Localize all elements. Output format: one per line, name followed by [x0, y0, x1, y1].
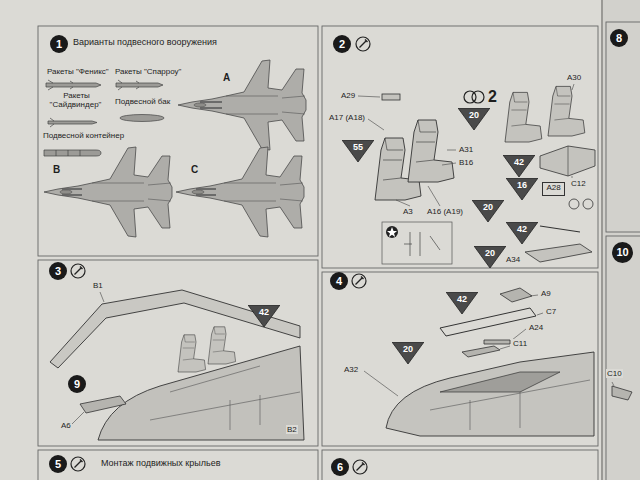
- part-label: 2: [487, 88, 498, 106]
- step-number: 8: [610, 29, 628, 47]
- step-number: 4: [330, 272, 348, 290]
- paint-triangle: 20: [472, 200, 504, 222]
- part-label: Ракеты "Спарроу": [114, 68, 182, 77]
- part-label: Варианты подвесного вооружения: [72, 38, 218, 48]
- paint-triangle: 16: [506, 178, 538, 200]
- paint-triangle-text: 20: [403, 344, 413, 354]
- part-label-text: B16: [458, 158, 474, 167]
- part-label: A: [222, 72, 231, 83]
- paint-triangle: 20: [474, 246, 506, 268]
- part-label: B2: [286, 426, 298, 435]
- part-label: C12: [570, 180, 587, 189]
- part-label: Подвесной бак: [114, 98, 171, 107]
- part-label-text: A24: [528, 323, 544, 332]
- paint-triangle-text: 20: [469, 110, 479, 120]
- paint-triangle-text: 42: [259, 307, 269, 317]
- part-label-text: A31: [458, 145, 474, 154]
- part-label-text: B: [52, 164, 61, 175]
- paint-triangle: 20: [458, 108, 490, 130]
- part-label: C7: [545, 308, 557, 317]
- part-label: C10: [606, 370, 623, 379]
- part-label-text: A32: [343, 365, 359, 374]
- part-label: Подвесной контейнер: [42, 132, 125, 141]
- step-number-text: 2: [339, 39, 345, 50]
- paint-triangle-text: 55: [353, 142, 363, 152]
- part-label-text: C: [190, 164, 199, 175]
- step-number-text: 1: [56, 39, 62, 50]
- step-number: 5: [49, 455, 67, 473]
- part-label-text: A9: [540, 289, 552, 298]
- paint-triangle-text: 20: [483, 202, 493, 212]
- part-label-text: A: [222, 72, 231, 83]
- part-label: A9: [540, 290, 552, 299]
- paint-triangle-text: 20: [485, 248, 495, 258]
- part-label-text: Подвесной бак: [114, 97, 171, 106]
- decal-number-text: 9: [74, 379, 80, 390]
- part-label: B: [52, 164, 61, 175]
- step-number-text: 3: [55, 266, 61, 277]
- step-number-text: 5: [55, 459, 61, 470]
- part-label: A29: [340, 92, 356, 101]
- step-number-text: 10: [616, 247, 628, 258]
- part-label-text: C11: [512, 339, 528, 348]
- paint-triangle-text: 42: [517, 224, 527, 234]
- part-label: A30: [566, 74, 582, 83]
- part-label-text: C10: [606, 369, 623, 378]
- part-box-text: A28: [546, 184, 560, 193]
- paint-triangle-text: 42: [457, 294, 467, 304]
- part-label-text: A30: [566, 73, 582, 82]
- step-number: 1: [50, 35, 68, 53]
- step-number-text: 8: [616, 33, 622, 44]
- step-number-text: 4: [336, 276, 342, 287]
- part-label-text: A17 (A18): [328, 113, 366, 122]
- part-label-text: C12: [570, 179, 587, 188]
- part-label-text: B1: [92, 281, 104, 290]
- part-label-text: Монтаж подвижных крыльев: [100, 458, 221, 468]
- part-label: A32: [343, 366, 359, 375]
- part-label: B16: [458, 159, 474, 168]
- part-label-text: A6: [60, 421, 72, 430]
- part-label: A16 (A19): [426, 208, 464, 217]
- part-label-text: A29: [340, 91, 356, 100]
- step-number-text: 6: [337, 462, 343, 473]
- decal-number: 9: [68, 375, 86, 393]
- part-label: C: [190, 164, 199, 175]
- part-label: Ракеты "Сайдвиндер": [44, 92, 108, 110]
- step-number: 6: [331, 458, 349, 476]
- part-label-text: 2: [487, 88, 498, 105]
- paint-triangle-text: 42: [514, 157, 524, 167]
- part-label-text: A34: [505, 255, 521, 264]
- paint-triangle: 42: [506, 222, 538, 244]
- part-label-text: A3: [402, 207, 414, 216]
- part-label: A34: [505, 256, 521, 265]
- paint-triangle: 20: [392, 342, 424, 364]
- part-label: A6: [60, 422, 72, 431]
- part-box: A28: [542, 182, 565, 196]
- part-label-text: Ракеты "Сайдвиндер": [50, 91, 103, 109]
- paint-triangle: 55: [342, 140, 374, 162]
- paint-triangle: 42: [446, 292, 478, 314]
- step-number: 3: [49, 262, 67, 280]
- part-label-text: Варианты подвесного вооружения: [72, 37, 218, 47]
- part-label: A3: [402, 208, 414, 217]
- part-label: C11: [512, 340, 528, 349]
- part-label-text: Подвесной контейнер: [42, 131, 125, 140]
- paint-triangle: 42: [503, 155, 535, 177]
- part-label-text: A16 (A19): [426, 207, 464, 216]
- step-number: 10: [612, 242, 633, 263]
- part-label: B1: [92, 282, 104, 291]
- part-label: Монтаж подвижных крыльев: [100, 459, 221, 469]
- paint-triangle-text: 16: [517, 180, 527, 190]
- part-label: A31: [458, 146, 474, 155]
- part-label-text: C7: [545, 307, 557, 316]
- step-number: 2: [333, 35, 351, 53]
- paint-triangle: 42: [248, 305, 280, 327]
- part-label-text: Ракеты "Спарроу": [114, 67, 182, 76]
- part-label-text: Ракеты "Феникс": [46, 67, 110, 76]
- part-label: A24: [528, 324, 544, 333]
- part-label: A17 (A18): [328, 114, 366, 123]
- part-label-text: B2: [286, 425, 298, 434]
- part-label: Ракеты "Феникс": [46, 68, 110, 77]
